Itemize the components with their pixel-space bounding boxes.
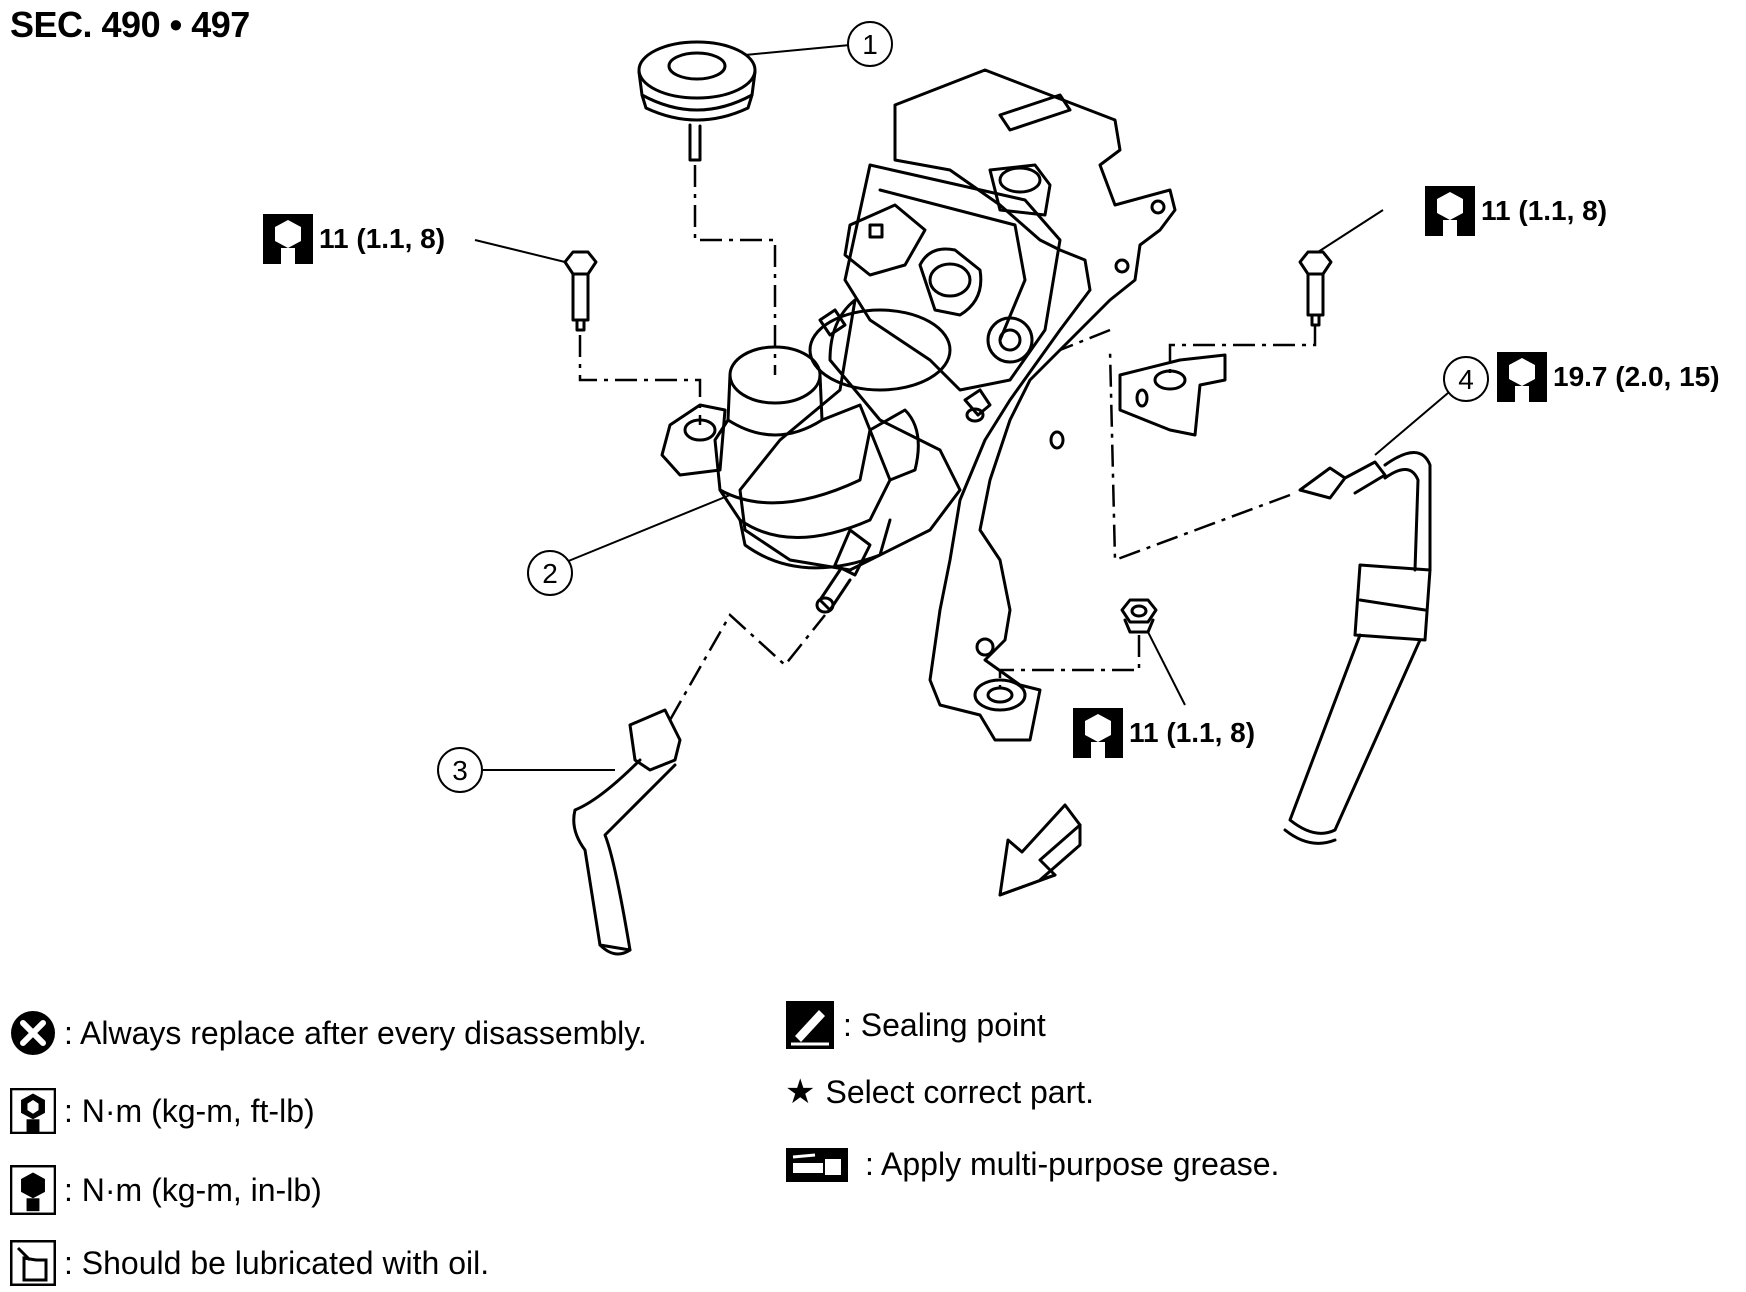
wrench-in-lb-icon	[10, 1165, 56, 1215]
legend-grease-text: : Apply multi-purpose grease.	[865, 1146, 1280, 1182]
wrench-ft-lb-icon	[1497, 352, 1547, 402]
star-icon: ★	[785, 1073, 816, 1111]
torque-value: 11 (1.1, 8)	[1481, 195, 1608, 226]
bottom-nut-alignment-line	[998, 635, 1141, 690]
torque-spec-left-bolt: 11 (1.1, 8)	[263, 214, 445, 264]
wrench-ft-lb-icon	[263, 214, 313, 264]
legend-select-part: ★ Select correct part.	[785, 1072, 1094, 1112]
callout-1-leader	[744, 44, 851, 56]
legend-nm-ftlb: : N·m (kg-m, ft-lb)	[10, 1088, 315, 1134]
oil-can-icon	[10, 1240, 56, 1286]
sealing-point-icon	[786, 1001, 834, 1049]
torque-right-leader	[1317, 209, 1384, 253]
reservoir-cap	[637, 40, 757, 162]
legend-sealing: : Sealing point	[785, 1000, 1046, 1050]
cap-alignment-line	[693, 165, 777, 375]
callout-4-leader	[1374, 392, 1449, 456]
bolt-right	[1298, 250, 1333, 327]
legend-replace-text: : Always replace after every disassembly…	[64, 1014, 647, 1051]
callout-4-number: 4	[1458, 364, 1474, 395]
legend-lubricate-text: : Should be lubricated with oil.	[64, 1244, 490, 1281]
pressure-hose	[1283, 451, 1432, 845]
section-reference: SEC. 490 • 497	[10, 4, 250, 45]
wrench-ft-lb-icon	[1073, 708, 1123, 758]
legend-nm-inlb: : N·m (kg-m, in-lb)	[10, 1165, 322, 1215]
pressure-outlet-fitting	[818, 308, 992, 423]
callout-2-leader	[565, 494, 731, 563]
callout-4-circle	[1443, 356, 1489, 402]
legend-replace: : Always replace after every disassembly…	[10, 1010, 647, 1056]
suction-fitting	[815, 528, 872, 614]
callout-3-number: 3	[452, 755, 468, 786]
torque-value: 19.7 (2.0, 15)	[1553, 361, 1720, 392]
suction-hose-alignment-line	[668, 613, 826, 721]
callout-2-circle	[527, 550, 573, 596]
torque-bottom-leader	[1147, 631, 1186, 706]
suction-hose	[572, 708, 682, 956]
front-direction-arrow	[998, 803, 1082, 897]
pump-motor-body	[738, 163, 1062, 572]
callout-1-number: 1	[862, 29, 878, 60]
reservoir-tank	[660, 345, 920, 570]
pump-bracket	[893, 68, 1177, 742]
torque-spec-pressure-hose: 19.7 (2.0, 15)	[1497, 352, 1720, 402]
callout-1-circle	[847, 21, 893, 67]
grease-gun-icon	[786, 1147, 848, 1182]
wrench-ft-lb-icon	[10, 1088, 56, 1134]
left-bolt-alignment-line	[578, 335, 702, 425]
right-bolt-alignment-line	[1168, 325, 1317, 380]
legend-sealing-text: : Sealing point	[843, 1006, 1046, 1043]
bracket-alignment-line	[1059, 328, 1111, 352]
bolt-left	[563, 250, 598, 332]
torque-value: 11 (1.1, 8)	[1129, 717, 1256, 748]
electrical-connectors	[843, 203, 983, 317]
callout-3-circle	[437, 747, 483, 793]
pressure-hose-alignment-line	[1108, 349, 1291, 562]
torque-left-leader	[474, 239, 566, 263]
torque-value: 11 (1.1, 8)	[319, 223, 446, 254]
legend-nm-ftlb-text: : N·m (kg-m, ft-lb)	[64, 1092, 315, 1129]
legend-lubricate: : Should be lubricated with oil.	[10, 1240, 489, 1286]
torque-spec-bottom-nut: 11 (1.1, 8)	[1073, 708, 1255, 758]
replace-x-icon	[11, 1011, 55, 1055]
nut-bottom	[1120, 598, 1158, 634]
wrench-ft-lb-icon	[1425, 186, 1475, 236]
legend-select-text: Select correct part.	[825, 1073, 1095, 1110]
legend-nm-inlb-text: : N·m (kg-m, in-lb)	[64, 1171, 322, 1208]
torque-spec-right-bolt: 11 (1.1, 8)	[1425, 186, 1607, 236]
legend-grease: : Apply multi-purpose grease.	[785, 1146, 1279, 1183]
callout-2-number: 2	[542, 558, 558, 589]
side-mount-plate	[1118, 353, 1227, 437]
